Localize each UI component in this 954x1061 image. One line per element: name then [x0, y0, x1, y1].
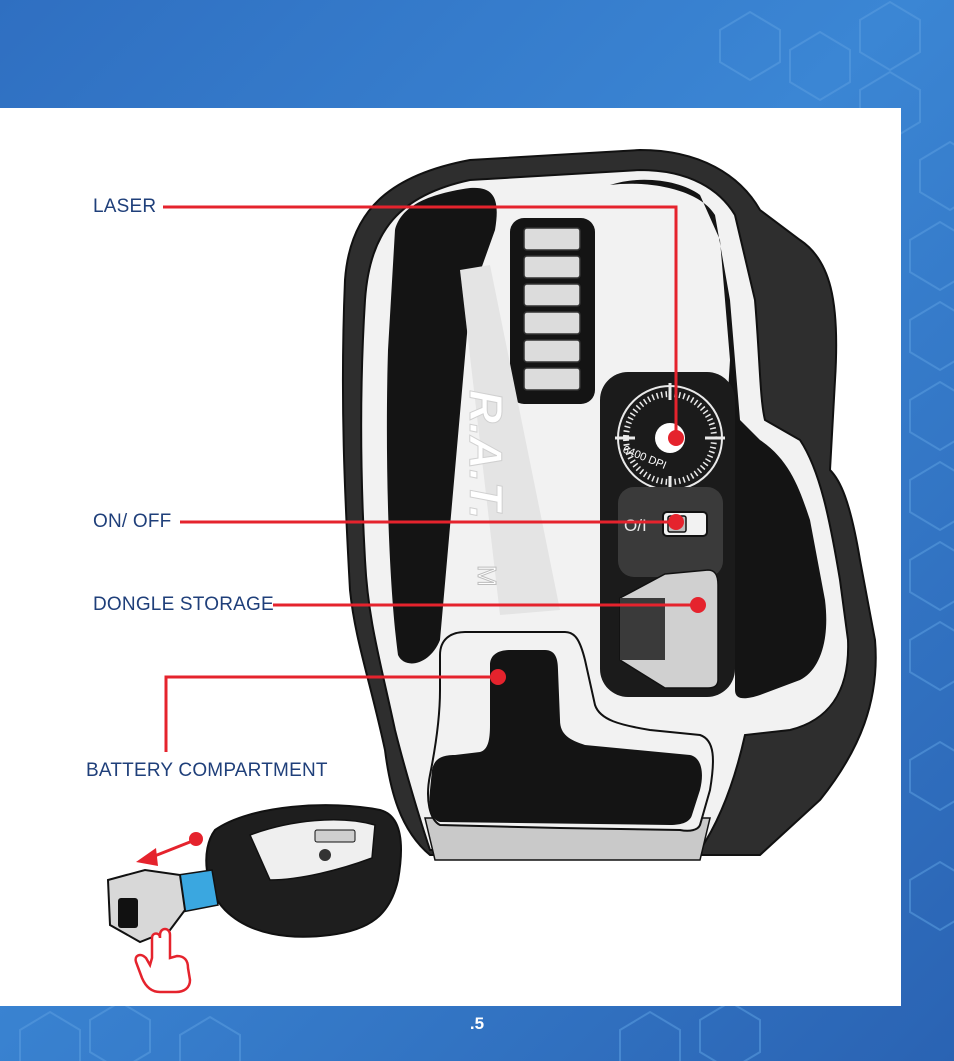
right-button-pad [610, 179, 827, 699]
laser-label: LASER [93, 196, 157, 217]
arrow-left-icon [151, 838, 196, 859]
laser-callout-line [163, 205, 678, 438]
hand-pointer-icon [134, 927, 192, 994]
on-off-label: ON/ OFF [93, 511, 172, 532]
battery-callout-line [164, 675, 498, 752]
battery-callout-dot [490, 669, 506, 685]
battery-compartment-label: BATTERY COMPARTMENT [86, 760, 328, 781]
laser-callout-dot [668, 430, 684, 446]
on-off-callout-dot [668, 514, 684, 530]
brand-mark: R.A.T. [460, 390, 512, 519]
scroll-wheel [523, 227, 581, 391]
dongle-storage-label: DONGLE STORAGE [93, 594, 274, 615]
brand-stripe [460, 265, 560, 615]
model-letter: M [472, 565, 502, 587]
battery-compartment[interactable] [429, 650, 702, 825]
battery-removal-inset [106, 804, 402, 994]
switch-label: O/I [624, 516, 647, 535]
dongle-storage-callout-dot [690, 597, 706, 613]
page-number: .5 [469, 1014, 485, 1033]
